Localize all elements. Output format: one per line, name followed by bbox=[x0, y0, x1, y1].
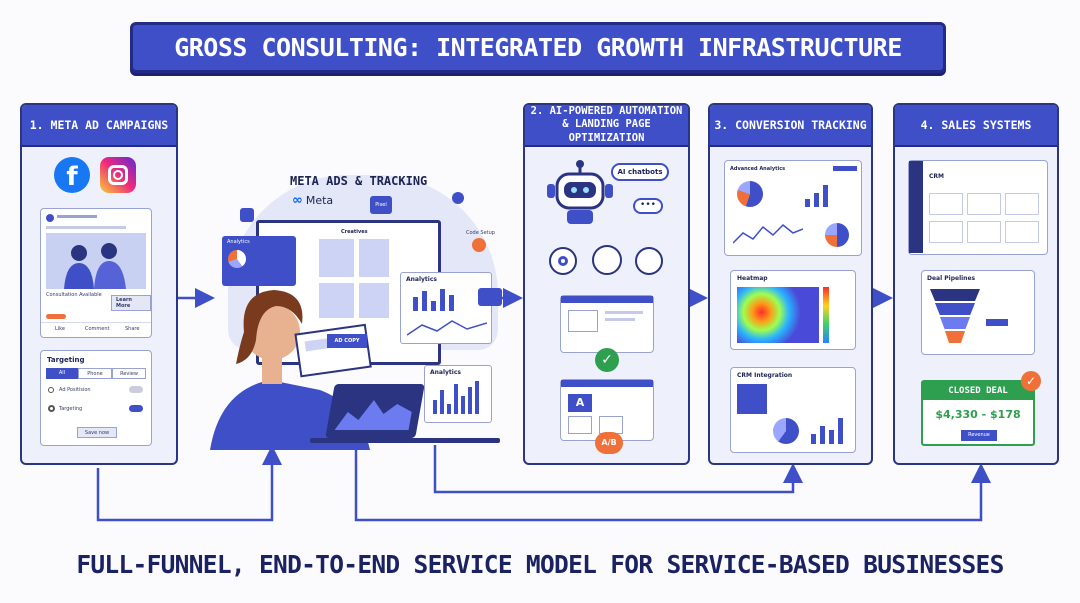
panel-conversion-tracking: 3. CONVERSION TRACKING Advanced Analytic… bbox=[708, 103, 873, 465]
variant-a-label: A bbox=[568, 394, 592, 412]
save-now-button[interactable]: Save now bbox=[77, 427, 117, 438]
facebook-icon: f bbox=[54, 157, 90, 193]
mini-bars bbox=[805, 181, 853, 207]
footer-tagline: FULL-FUNNEL, END-TO-END SERVICE MODEL FO… bbox=[76, 550, 1004, 579]
analytics-float-card: Analytics bbox=[400, 272, 492, 344]
crm-label: CRM bbox=[929, 173, 944, 180]
ab-badge: A/B bbox=[595, 432, 623, 454]
analytics-lower-bars bbox=[433, 380, 488, 414]
ab-test-mock: A bbox=[560, 379, 654, 441]
trend-chart-icon bbox=[478, 288, 502, 306]
gear-icon bbox=[48, 405, 55, 412]
analytics-mini-label: Analytics bbox=[227, 239, 250, 245]
panel-title: 4. SALES SYSTEMS bbox=[895, 105, 1057, 147]
gear-node-icon bbox=[549, 247, 577, 275]
laptop-screen bbox=[325, 384, 425, 438]
network-node-icon bbox=[635, 247, 663, 275]
deal-pipelines-card: Deal Pipelines bbox=[921, 270, 1035, 355]
analytics-mini-card: Analytics bbox=[222, 236, 296, 286]
meta-logo: ∞Meta bbox=[292, 193, 333, 208]
panel-title: 2. AI-POWERED AUTOMATION & LANDING PAGE … bbox=[525, 105, 688, 147]
deal-pipelines-label: Deal Pipelines bbox=[927, 275, 976, 282]
notification-icon bbox=[472, 238, 486, 252]
typing-bubble-icon: ••• bbox=[633, 198, 663, 214]
heatmap-legend bbox=[823, 287, 829, 343]
panel-automation: 2. AI-POWERED AUTOMATION & LANDING PAGE … bbox=[523, 103, 690, 465]
ad-copy-badge: AD COPY bbox=[327, 334, 367, 348]
instagram-icon bbox=[100, 157, 136, 193]
tab-all[interactable]: All bbox=[46, 368, 78, 379]
panel-sales-systems: 4. SALES SYSTEMS CRM Deal Pipelines CLOS… bbox=[893, 103, 1059, 465]
heatmap-label: Heatmap bbox=[737, 275, 768, 282]
advanced-analytics-label: Advanced Analytics bbox=[730, 166, 786, 172]
robot-icon bbox=[547, 160, 613, 224]
deal-amount: $4,330 - $178 bbox=[935, 408, 1021, 421]
tab-review[interactable]: Review bbox=[112, 368, 146, 379]
landing-page-mock bbox=[560, 295, 654, 353]
analytics-lower-card: Analytics bbox=[424, 365, 492, 423]
analytics-lower-label: Analytics bbox=[430, 369, 461, 376]
meta-infinity-icon: ∞ bbox=[292, 193, 303, 208]
revenue-badge: Revenue bbox=[961, 430, 997, 441]
workflow-node-icon bbox=[592, 245, 622, 275]
comment-action[interactable]: Comment bbox=[85, 326, 110, 332]
ai-chatbots-bubble: AI chatbots bbox=[611, 163, 669, 181]
targeting-title: Targeting bbox=[47, 356, 85, 364]
meta-brand-label: Meta bbox=[305, 194, 334, 207]
heatmap-image bbox=[737, 287, 819, 343]
targeting-card: Targeting All Phone Review Ad Positision… bbox=[40, 350, 152, 446]
crm-dashboard-card: CRM bbox=[908, 160, 1048, 255]
messenger-icon bbox=[452, 192, 464, 204]
ad-position-toggle[interactable] bbox=[129, 386, 143, 393]
meta-ads-tracking-title: META ADS & TRACKING bbox=[290, 174, 428, 188]
ad-post-card: Consultation Available Learn More Like C… bbox=[40, 208, 152, 338]
panel-title: 3. CONVERSION TRACKING bbox=[710, 105, 871, 147]
share-action[interactable]: Share bbox=[125, 326, 140, 332]
pin-icon bbox=[48, 387, 54, 393]
check-icon: ✓ bbox=[595, 348, 619, 372]
learn-more-button[interactable]: Learn More bbox=[111, 295, 151, 311]
targeting-row-label: Targeting bbox=[59, 406, 83, 412]
instagram-small-icon bbox=[240, 208, 254, 222]
pixel-badge: Pixel bbox=[370, 196, 392, 214]
advanced-analytics-card: Advanced Analytics bbox=[724, 160, 862, 256]
closed-deal-card: CLOSED DEAL $4,330 - $178 Revenue bbox=[921, 380, 1035, 446]
targeting-toggle[interactable] bbox=[129, 405, 143, 412]
ad-position-label: Ad Positision bbox=[59, 387, 91, 393]
heatmap-card: Heatmap bbox=[730, 270, 856, 350]
like-action[interactable]: Like bbox=[55, 326, 65, 332]
crm-integration-label: CRM Integration bbox=[737, 372, 793, 379]
reaction-icons bbox=[46, 314, 66, 319]
check-badge-icon: ✓ bbox=[1021, 371, 1041, 391]
analytics-bars bbox=[413, 287, 458, 311]
crm-bars bbox=[811, 412, 851, 444]
code-setup-label: Code Setup bbox=[466, 230, 495, 236]
tab-phone[interactable]: Phone bbox=[78, 368, 112, 379]
analytics-float-label: Analytics bbox=[406, 276, 437, 283]
closed-deal-title: CLOSED DEAL bbox=[923, 382, 1033, 400]
ad-image bbox=[46, 233, 146, 289]
panel-meta-ad-campaigns: 1. META AD CAMPAIGNS f Consultation Avai… bbox=[20, 103, 178, 465]
panel-title: 1. META AD CAMPAIGNS bbox=[22, 105, 176, 147]
creatives-label: Creatives bbox=[341, 229, 368, 235]
crm-integration-card: CRM Integration bbox=[730, 367, 856, 453]
post-caption: Consultation Available bbox=[46, 292, 102, 298]
desk-line bbox=[310, 438, 500, 443]
page-title: GROSS CONSULTING: INTEGRATED GROWTH INFR… bbox=[130, 22, 946, 73]
